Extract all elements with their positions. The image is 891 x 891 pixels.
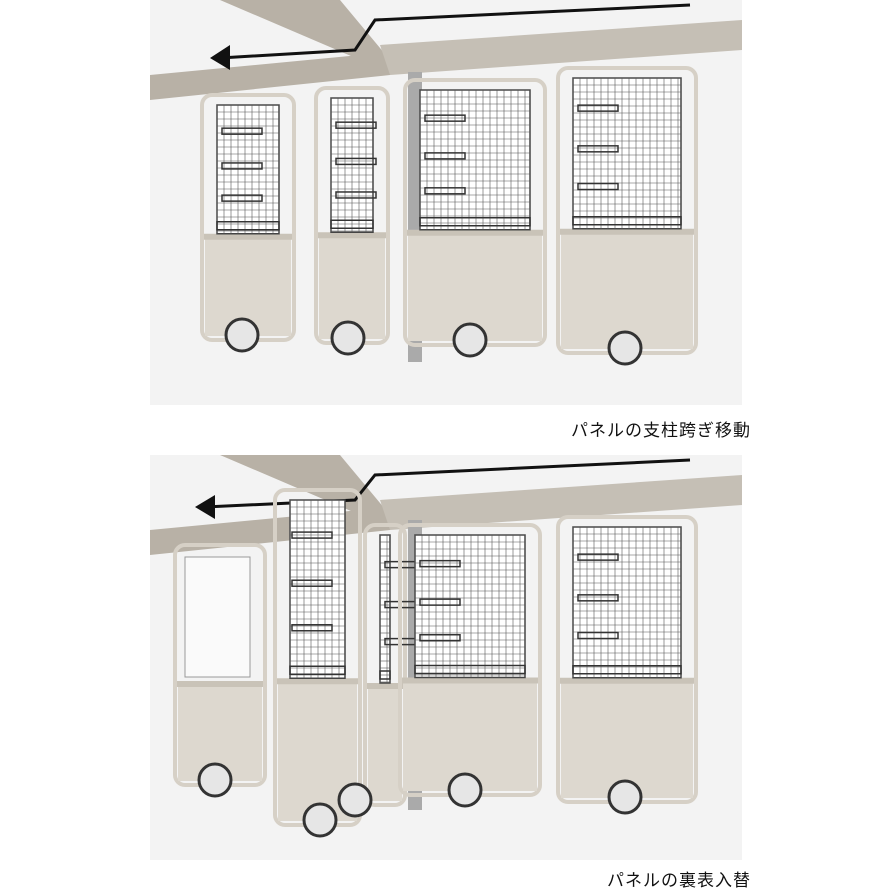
caster-wheel — [224, 317, 260, 353]
panel-lower-board — [403, 681, 537, 791]
wire-tray — [289, 665, 346, 675]
wire-basket — [577, 631, 619, 640]
render-illustration-2 — [150, 455, 742, 838]
shelf-panel — [403, 78, 547, 358]
panel-shelf — [204, 233, 292, 240]
figure-panel-move-across-pillar — [150, 0, 742, 405]
panel-shelf — [318, 232, 386, 239]
render-illustration-1 — [150, 0, 742, 366]
panel-lower-board — [561, 232, 693, 349]
panel-shelf — [177, 681, 263, 687]
shelf-panel — [173, 543, 267, 798]
wire-basket — [419, 559, 461, 568]
wire-tray — [572, 665, 682, 675]
caster-wheel — [330, 320, 366, 356]
wire-basket — [221, 162, 263, 170]
shelf-panel — [398, 523, 542, 808]
wire-basket — [291, 531, 333, 539]
wire-basket — [291, 579, 333, 587]
caster-wheel — [447, 772, 483, 808]
wire-basket — [577, 182, 619, 191]
shelf-panel — [337, 523, 426, 818]
wire-basket — [424, 187, 466, 195]
caster-wheel — [452, 322, 488, 358]
wire-basket — [419, 634, 461, 642]
shelf-panel — [273, 488, 362, 838]
direction-arrow-line — [204, 458, 691, 509]
panel-shelf — [402, 677, 538, 684]
wire-tray — [572, 216, 682, 226]
caption-1: パネルの支柱跨ぎ移動 — [571, 421, 751, 441]
panel-shelf — [367, 683, 403, 689]
panel-shelf — [560, 228, 694, 235]
wire-basket — [424, 152, 466, 160]
wire-basket — [335, 191, 377, 199]
wire-grid — [289, 499, 346, 679]
wire-grid — [414, 534, 526, 679]
wire-basket — [424, 114, 466, 122]
wire-tray — [330, 219, 374, 229]
wire-tray — [216, 221, 280, 231]
caption-2: パネルの裏表入替 — [607, 871, 751, 891]
caster-wheel — [302, 802, 338, 838]
panel-shelf — [560, 677, 694, 684]
wire-tray — [414, 664, 526, 675]
ceiling-beam-diagonal — [220, 0, 390, 62]
shelf-panel — [200, 93, 296, 353]
ceiling-beam-left — [150, 510, 390, 555]
panel-shelf — [407, 229, 543, 236]
panel-lower-board — [408, 233, 542, 341]
ceiling-beam-right — [380, 475, 742, 530]
wire-basket — [577, 104, 619, 112]
shelf-panel — [556, 515, 698, 815]
caster-wheel — [607, 779, 643, 815]
wire-grid — [572, 77, 682, 230]
wire-grid — [572, 526, 682, 679]
wire-basket — [577, 145, 619, 153]
wire-basket — [221, 127, 263, 135]
whiteboard — [184, 556, 251, 678]
wire-basket — [335, 121, 377, 129]
panel-frame — [363, 523, 407, 807]
direction-arrow-line — [219, 3, 691, 60]
wire-basket — [291, 624, 333, 632]
shelf-panel — [556, 66, 698, 366]
ceiling-beam-left — [150, 55, 390, 100]
ceiling-beam-right — [380, 20, 742, 75]
wire-basket — [577, 594, 619, 602]
panel-shelf — [277, 678, 358, 685]
caster-wheel — [607, 330, 643, 366]
wire-basket — [419, 598, 461, 606]
wire-tray — [379, 670, 391, 680]
wire-tray — [419, 217, 531, 227]
wire-basket — [577, 553, 619, 561]
wire-basket — [221, 194, 263, 202]
direction-arrow-head — [210, 45, 230, 70]
caster-wheel — [197, 762, 233, 798]
shelf-panel — [314, 86, 390, 356]
direction-arrow-head — [195, 495, 215, 519]
figure-panel-flip — [150, 455, 742, 860]
panel-lower-board — [368, 687, 402, 801]
wire-basket — [335, 157, 377, 166]
panel-lower-board — [561, 681, 693, 798]
caster-wheel — [337, 782, 373, 818]
